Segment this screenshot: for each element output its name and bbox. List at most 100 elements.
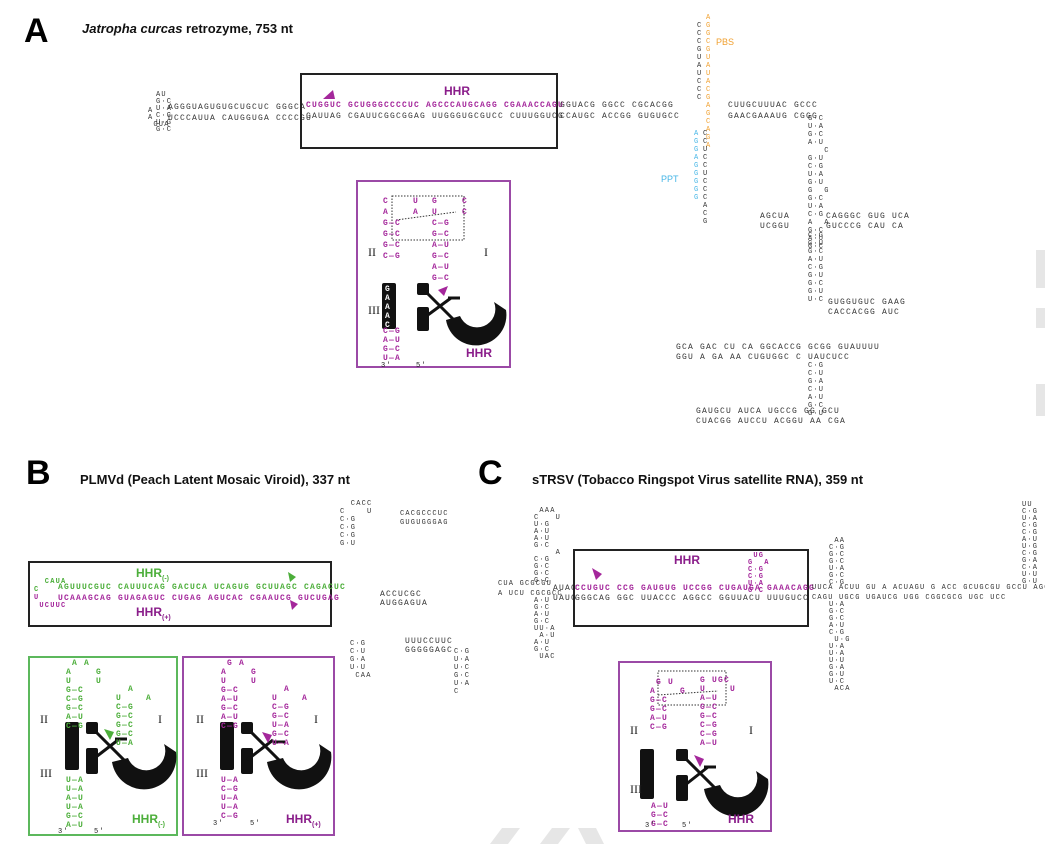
- panel-b-hhr-plus-label: HHR(+): [136, 605, 171, 621]
- panel-a-bottom-arm-top: GAUGCU AUCA UGCCG GG GCU: [696, 407, 841, 416]
- cleavage-arrowhead: [694, 755, 704, 767]
- panel-b-minus-inset-diagram: [65, 722, 177, 790]
- panel-c-left-strand-top: AUAC: [553, 584, 578, 593]
- panel-c-hhr-bottom-strand: GGGCAG GGC UUACCC AGGCC GGUUACU UUUGUCC: [575, 594, 810, 603]
- panel-a-bottom-arm-bottom: CUACGG AUCCU ACGGU AA CGA: [696, 417, 847, 426]
- panel-a-right-arm-top: CUUGCUUUAC GCCC: [728, 101, 819, 110]
- panel-a-hhr-box: [300, 73, 558, 149]
- hhr-plus-sub: (+): [162, 614, 171, 622]
- panel-a-right-strand-top: GGUACG GGCC CGCACGG: [560, 101, 675, 110]
- label-text: HHR: [132, 812, 158, 826]
- core-right-ug-box: [241, 748, 253, 774]
- panel-a-inset-diagram: [382, 195, 507, 346]
- panel-b-minus-inset-label: HHR(-): [132, 812, 165, 828]
- hhr-minus-text: HHR: [136, 566, 162, 580]
- panel-b-hhr-box: [28, 561, 332, 627]
- panel-a-right-strand-bottom: CCAUGC ACCGG GUGUGCC: [560, 112, 681, 121]
- label-sub: (-): [158, 821, 165, 829]
- panel-b-plus-inset-label: HHR(+): [286, 812, 321, 828]
- panel-c-right-strand-bottom: CAGU UGCG UGAUCG UGG CGGCGCG UGC UCC: [812, 594, 1007, 602]
- panel-a-lower-arm-top: GUGGUGUC GAAG: [828, 298, 907, 307]
- panel-c-hhr-box: [573, 549, 809, 627]
- stem-i-label: I: [484, 245, 488, 259]
- stem-ii-label: II: [196, 712, 204, 726]
- panel-c-left-strand-bottom: UAUG: [553, 594, 578, 603]
- stem-iii-label: III: [630, 782, 642, 796]
- panel-c-right-strand-top: UUCA ACUU GU A ACUAGU G ACC GCUGCGU GCCU…: [812, 584, 1045, 592]
- inset-b-minus-end3: 3': [58, 828, 69, 836]
- stem-i-label: I: [749, 723, 753, 737]
- core-left-box: [382, 283, 396, 329]
- panel-b-hhr-plus-inset: [182, 656, 335, 836]
- panel-b-letter: B: [26, 454, 51, 492]
- panel-a-lower-left-top: GCA GAC CU CA GGCACCG GCGG GUAUUUU: [676, 343, 881, 352]
- watermark-stroke: [1036, 308, 1045, 328]
- panel-a-letter: A: [24, 12, 49, 50]
- cleavage-arrowhead: [104, 729, 114, 740]
- core-left-box: [220, 722, 234, 770]
- hhr-minus-sub: (-): [162, 575, 169, 583]
- purple-arrowhead: [290, 600, 298, 610]
- panel-b-cleavage-arrows: [288, 572, 298, 610]
- panel-a-title-rest: retrozyme, 753 nt: [182, 21, 293, 36]
- panel-a-branch-left-bottom: UCGGU: [760, 222, 791, 231]
- green-arrowhead: [288, 572, 296, 582]
- core-left-box: [65, 722, 79, 770]
- panel-c-cleavage-arrow: [592, 568, 602, 580]
- watermark-stroke: [1036, 250, 1045, 288]
- panel-b-bottom-strand: UCAAAGCAG GUAGAGUC CUGAG AGUCAC CGAAUCG …: [58, 594, 341, 603]
- tertiary-contact-box: [391, 195, 465, 241]
- inset-a-end5: 5': [416, 362, 427, 370]
- panel-c-title: sTRSV (Tobacco Ringspot Virus satellite …: [532, 472, 864, 487]
- tertiary-contact-box: [657, 670, 727, 706]
- panel-b-top-strand: AGUUUCGUC CAUUUCAG GACUCA UCAGUG GCUUAGC…: [58, 583, 347, 592]
- inset-c-end3: 3': [645, 822, 656, 830]
- catalytic-loop: [704, 771, 769, 817]
- panel-a-branch-left-top: AGCUA: [760, 212, 791, 221]
- panel-c-left-arm-bottom: A UCU CGCGCC: [498, 590, 563, 598]
- panel-a-right-arm-bottom: GAACGAAAUG CGGG: [728, 112, 819, 121]
- panel-c-hhr-label: HHR: [674, 553, 700, 567]
- label-sub: (+): [312, 821, 321, 829]
- catalytic-loop: [446, 302, 507, 346]
- panel-a-lower-left-bottom: GGU A GA AA CUGUGGC C UAUCUCC: [676, 353, 851, 362]
- cleavage-arrowhead: [262, 732, 272, 743]
- left-stem-bottom: UCCCAUUA CAUGGUGA CCCCGU: [168, 114, 313, 123]
- panel-b-title: PLMVd (Peach Latent Mosaic Viroid), 337 …: [80, 472, 350, 487]
- catalytic-loop: [267, 744, 332, 790]
- panel-a-hhr-label: HHR: [444, 84, 470, 98]
- panel-c-inset-diagram: [640, 670, 769, 817]
- panel-c-hhr-top-strand: CCUGUC CCG GAUGUG UCCGG CUGAUGA GAAACAGG: [575, 584, 816, 593]
- inset-b-plus-end3: 3': [213, 820, 224, 828]
- hhr-plus-text: HHR: [136, 605, 162, 619]
- watermark-stroke: [1036, 384, 1045, 416]
- catalytic-loop: [112, 744, 177, 790]
- stem-ii-label: II: [40, 712, 48, 726]
- stem-iii-label: III: [368, 303, 380, 317]
- panel-a-lower-arm-bottom: CACCACGG AUC: [828, 308, 901, 317]
